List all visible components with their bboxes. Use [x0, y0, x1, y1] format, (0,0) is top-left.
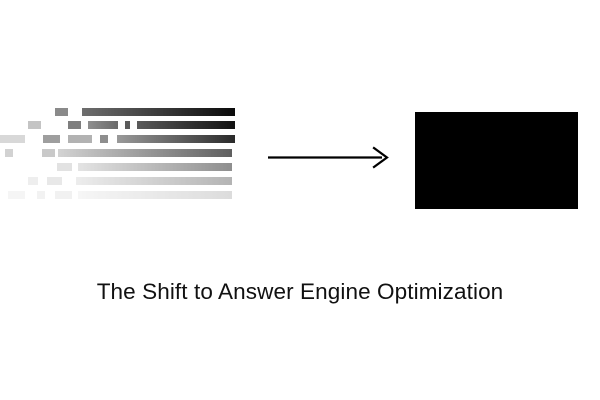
glyph-row — [0, 163, 245, 171]
glyph-block — [100, 135, 108, 143]
source-fragmented-blocks-graphic — [0, 105, 245, 210]
glyph-row — [0, 177, 245, 185]
glyph-block — [78, 163, 232, 171]
glyph-block — [117, 135, 235, 143]
glyph-row — [0, 135, 245, 143]
glyph-row — [0, 121, 245, 129]
glyph-block — [28, 121, 41, 129]
result-solid-block — [415, 112, 578, 209]
glyph-block — [42, 149, 55, 157]
glyph-block — [5, 149, 13, 157]
glyph-block — [76, 177, 232, 185]
glyph-block — [78, 191, 232, 199]
glyph-block — [55, 191, 72, 199]
glyph-row — [0, 149, 245, 157]
glyph-block — [58, 149, 232, 157]
glyph-block — [8, 191, 25, 199]
glyph-block — [47, 177, 62, 185]
arrow-head — [372, 146, 389, 169]
glyph-block — [0, 135, 25, 143]
glyph-block — [55, 108, 68, 116]
glyph-block — [43, 135, 60, 143]
glyph-row — [0, 108, 245, 116]
glyph-block — [28, 177, 38, 185]
rightwards-arrow-icon — [268, 146, 389, 169]
glyph-row — [0, 191, 245, 199]
glyph-block — [125, 121, 130, 129]
glyph-block — [37, 191, 45, 199]
page-title: The Shift to Answer Engine Optimization — [96, 279, 504, 304]
glyph-block — [137, 121, 235, 129]
glyph-block — [68, 121, 81, 129]
glyph-block — [57, 163, 72, 171]
glyph-block — [68, 135, 92, 143]
glyph-block — [82, 108, 235, 116]
glyph-block — [88, 121, 118, 129]
